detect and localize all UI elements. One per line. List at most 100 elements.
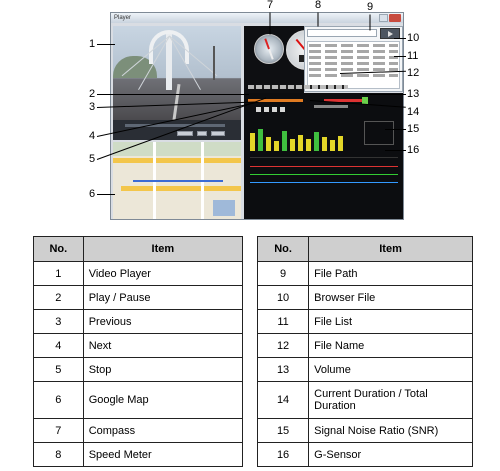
list-item[interactable] [309,44,398,47]
row-item: Browser File [308,285,473,310]
volume-slider[interactable] [324,99,364,102]
previous-button[interactable] [264,107,269,112]
callout-12: 12 [407,67,420,79]
row-item: Google Map [82,381,244,419]
row-item: Play / Pause [82,285,244,310]
leader-line [97,94,249,95]
leader-line [394,56,406,57]
leader-line [385,129,406,130]
map-road [121,186,241,191]
g-sensor-line [250,166,398,167]
control-button[interactable] [177,131,193,136]
list-item[interactable] [309,68,398,71]
seek-bar[interactable] [248,99,303,102]
row-number: 16 [256,442,310,467]
snr-bar [250,133,255,151]
callout-16: 16 [407,144,420,156]
column-header-item: Item [82,236,244,262]
column-header-item: Item [308,236,473,262]
map-thumbnail [213,200,235,216]
row-number: 5 [33,357,84,382]
control-button[interactable] [197,131,207,136]
file-panel [304,26,403,92]
next-button[interactable] [272,107,277,112]
row-item: G-Sensor [308,442,473,467]
callout-5: 5 [89,153,96,165]
snr-bar [298,135,303,151]
g-sensor-line [250,174,398,175]
google-map[interactable] [113,142,241,219]
callout-13: 13 [407,88,420,100]
player-window: Player [110,12,404,220]
snr-bar [314,132,319,151]
callout-7: 7 [267,0,274,11]
row-number: 8 [33,442,84,467]
leader-line [97,44,115,45]
snr-bar [266,137,271,151]
snr-bar [330,140,335,151]
snr-bar [322,137,327,151]
window-title: Player [111,13,403,23]
row-item: Compass [82,418,244,443]
control-button[interactable] [211,131,225,136]
callout-6: 6 [89,188,96,200]
video-progress[interactable] [125,124,225,127]
leader-line [97,194,115,195]
minimize-button[interactable] [379,14,388,22]
callout-14: 14 [407,106,420,118]
list-item[interactable] [309,62,398,65]
compass-needle [264,38,274,60]
row-number: 4 [33,333,84,358]
snr-chart [250,121,360,151]
g-sensor-chart [250,157,398,198]
callout-8: 8 [315,0,322,11]
callout-1: 1 [89,38,96,50]
row-number: 1 [33,261,84,286]
row-number: 11 [256,309,310,334]
duration-display [314,105,348,108]
map-area [113,142,241,156]
list-item[interactable] [309,56,398,59]
row-number: 6 [33,381,84,419]
row-item: Previous [82,309,244,334]
row-number: 14 [256,381,310,419]
file-path-input[interactable] [307,29,377,37]
callout-9: 9 [367,1,374,13]
column-header-no: No. [256,236,310,262]
bridge-arch [149,30,189,64]
callout-4: 4 [89,130,96,142]
callout-11: 11 [407,50,419,62]
file-list[interactable] [307,41,400,89]
list-item[interactable] [309,74,398,77]
browse-file-button[interactable] [380,28,400,39]
row-item: Stop [82,357,244,382]
row-item: Volume [308,357,473,382]
callout-3: 3 [89,101,96,113]
snr-legend [364,121,394,145]
row-number: 13 [256,357,310,382]
row-number: 12 [256,333,310,358]
play-pause-button[interactable] [256,107,261,112]
snr-bar [338,136,343,151]
list-item[interactable] [309,50,398,53]
close-button[interactable] [389,14,401,22]
leader-line [385,150,406,151]
snr-bar [290,139,295,151]
volume-knob[interactable] [362,97,368,104]
row-number: 2 [33,285,84,310]
g-sensor-line [250,182,398,183]
stop-button[interactable] [280,107,285,112]
